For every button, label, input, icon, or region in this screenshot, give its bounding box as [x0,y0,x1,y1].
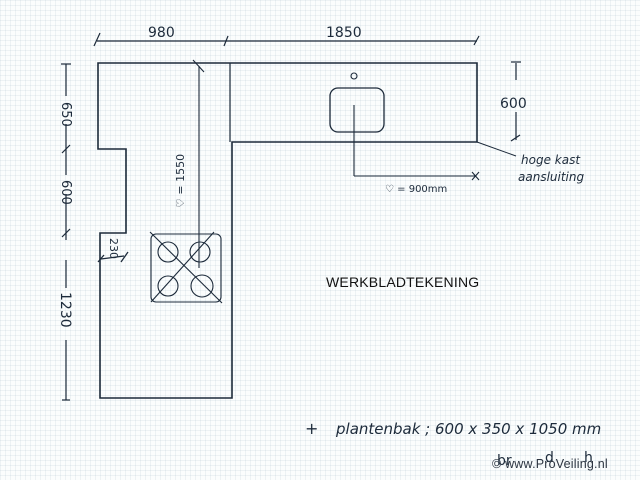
watermark: © www.ProVeiling.nl [492,457,608,471]
hob-icon [149,231,223,304]
planter-label-depth: d [545,450,554,466]
dimension-radius-1550: ♡ = 1550 [174,154,187,208]
planter-bullet: + [305,419,318,438]
tall-cabinet-leader [476,141,517,157]
sink-radius-line [353,105,480,181]
dimension-980: 980 [148,25,175,41]
tall-cabinet-note-line1: hoge kast [521,153,581,167]
dimension-600-left: 600 [58,180,73,205]
left-dimension-line [61,63,71,401]
planter-label-height: h [584,450,593,466]
dimension-600-right: 600 [500,96,527,112]
planter-note: plantenbak ; 600 x 350 x 1050 mm [335,420,601,438]
tall-cabinet-note-line2: aansluiting [518,170,584,184]
worktop-outline [97,62,478,399]
tap-icon [350,72,358,80]
dimension-1850: 1850 [326,25,362,41]
planter-label-width: br [497,453,512,469]
dimension-230: 230 [107,238,120,259]
dimension-1230: 1230 [57,292,73,328]
right-depth-dimension [510,61,521,142]
sink-icon [329,87,385,133]
dimension-radius-900: ♡ = 900mm [385,184,447,195]
diagonal-radius-line [192,59,205,268]
top-dimension-line [93,32,480,47]
dimension-650: 650 [58,102,73,127]
drawing-title: WERKBLADTEKENING [326,274,480,290]
notch-dimension [97,251,129,263]
